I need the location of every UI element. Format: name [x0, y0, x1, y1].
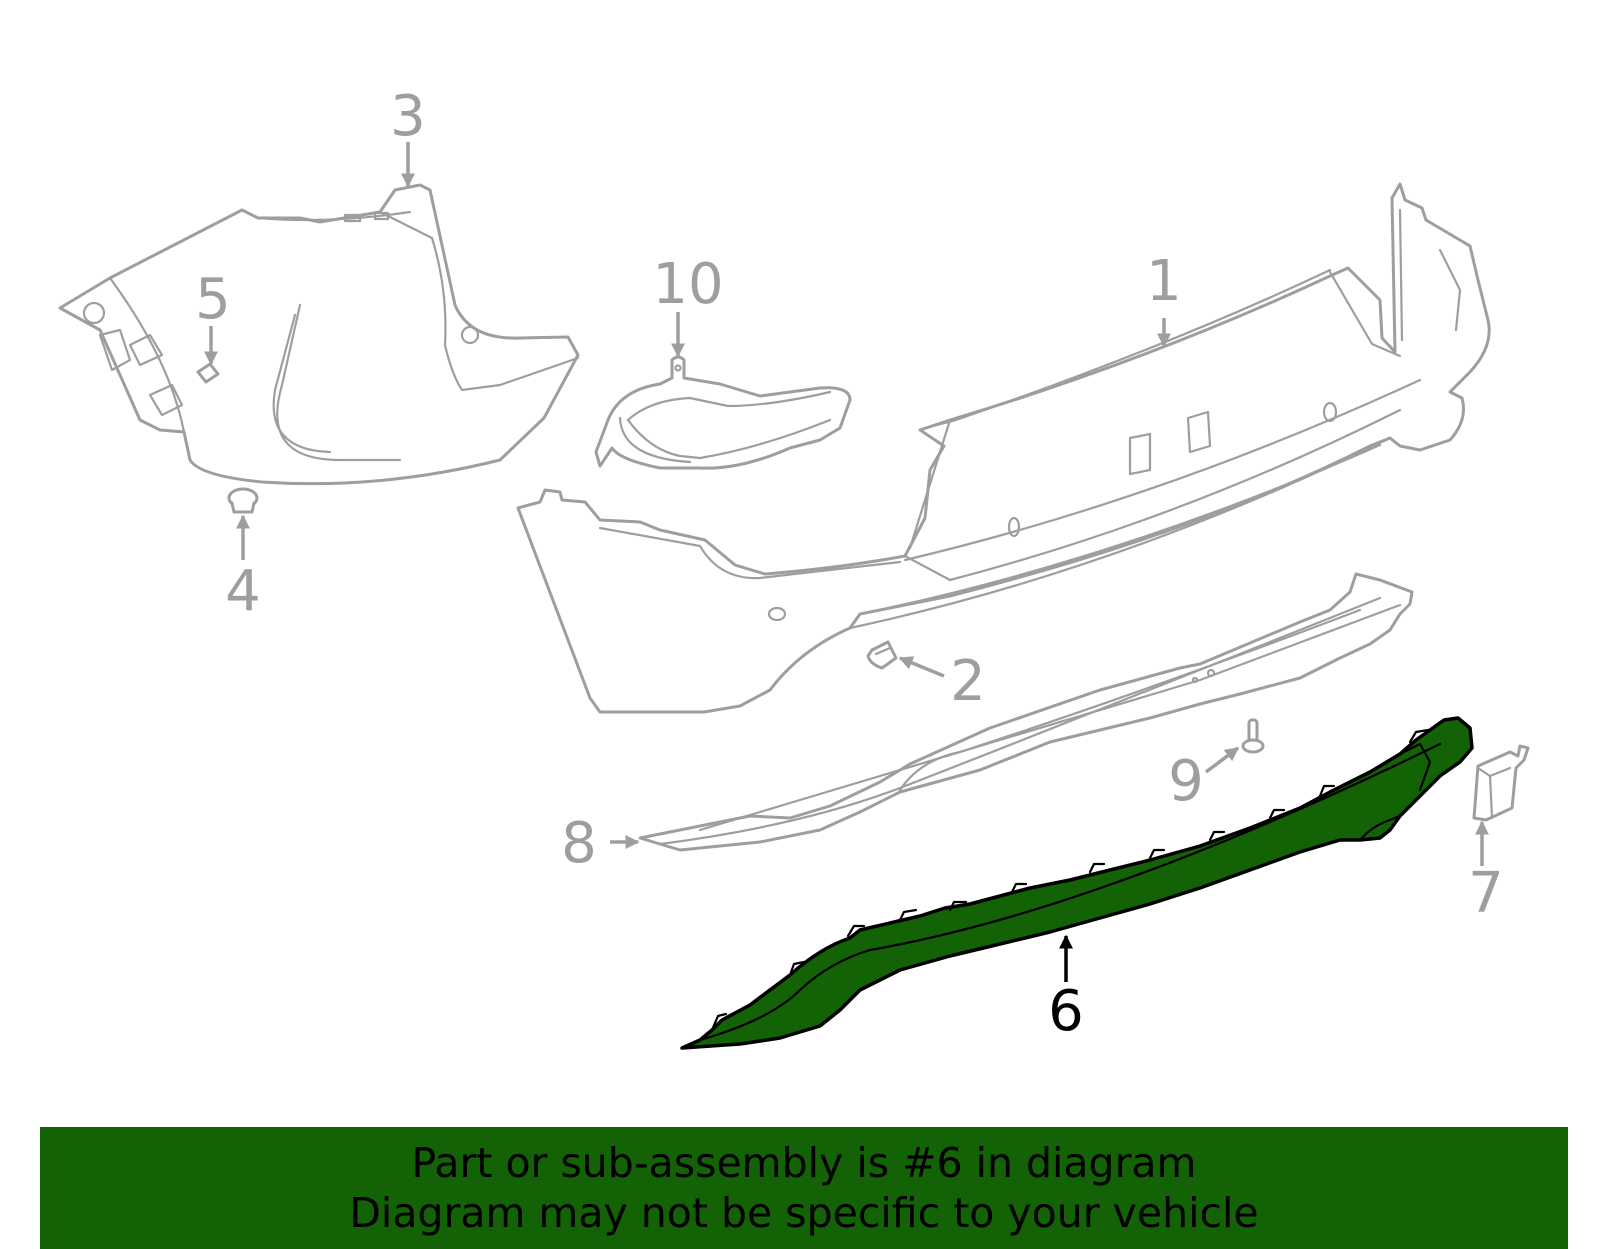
banner-line-part-number: Part or sub-assembly is #6 in diagram	[411, 1139, 1197, 1187]
part-5-clip[interactable]	[196, 362, 220, 384]
part-9-screw[interactable]	[1241, 718, 1265, 754]
part-8-valance-support[interactable]	[638, 572, 1414, 852]
callout-number: 5	[195, 267, 231, 332]
part-1-bumper-cover[interactable]	[516, 182, 1491, 714]
callout-1[interactable]: 1	[1146, 249, 1182, 348]
callout-10[interactable]: 10	[652, 252, 724, 358]
callout-number: 7	[1468, 861, 1504, 926]
callout-number: 1	[1146, 249, 1182, 314]
part-2-sensor-bracket[interactable]	[866, 640, 898, 670]
callout-number: 6	[1048, 979, 1084, 1044]
part-4-nut[interactable]	[227, 487, 259, 514]
callout-3[interactable]: 3	[390, 84, 426, 188]
part-7-bracket[interactable]	[1472, 744, 1530, 822]
callout-number: 9	[1168, 749, 1204, 814]
parts-diagram: 1 2 3 4 5 6 7 8 9 10	[58, 84, 1530, 1050]
callout-number: 10	[652, 252, 723, 317]
callout-number: 8	[561, 811, 597, 876]
callout-number: 2	[950, 649, 986, 714]
callout-6[interactable]: 6	[1048, 934, 1084, 1044]
callout-2[interactable]: 2	[898, 649, 986, 714]
callout-layer: 1 2 3 4 5 6 7 8 9 10	[195, 84, 1504, 1044]
callout-9[interactable]: 9	[1168, 746, 1240, 814]
callout-arrow-icon	[898, 656, 945, 678]
info-banner: Part or sub-assembly is #6 in diagram Di…	[40, 1127, 1568, 1249]
callout-7[interactable]: 7	[1468, 820, 1504, 926]
callout-arrow-icon	[1204, 746, 1240, 774]
part-3-side-cover[interactable]	[58, 183, 580, 486]
callout-number: 3	[390, 84, 426, 149]
callout-8[interactable]: 8	[561, 811, 640, 876]
part-10-reflector[interactable]	[594, 355, 852, 470]
callout-5[interactable]: 5	[195, 267, 231, 366]
callout-4[interactable]: 4	[225, 514, 261, 624]
part-6-lower-valance-highlighted[interactable]	[680, 716, 1474, 1050]
banner-line-disclaimer: Diagram may not be specific to your vehi…	[349, 1189, 1259, 1237]
callout-number: 4	[225, 559, 261, 624]
